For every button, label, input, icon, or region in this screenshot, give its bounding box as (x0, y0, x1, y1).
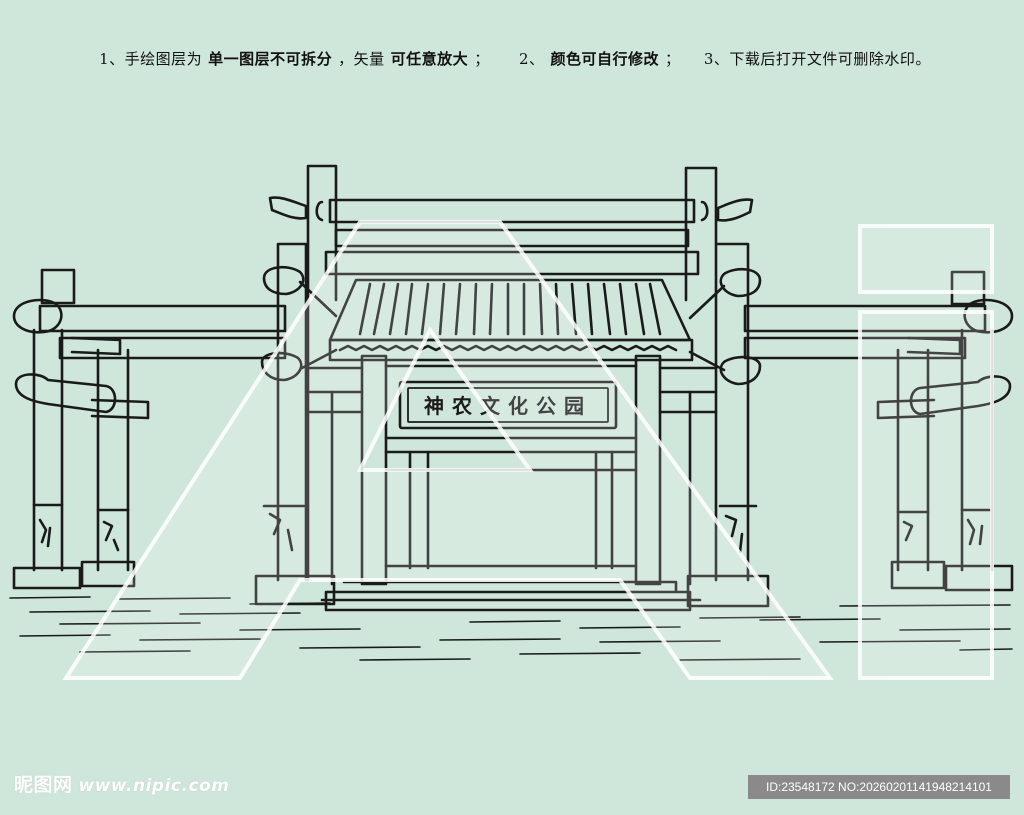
notice-text: ，矢量 (338, 50, 385, 68)
site-url: www.nipic.com (78, 776, 230, 796)
notice-text: 2、 (518, 50, 545, 68)
ai-logo-fill (66, 222, 992, 678)
signboard (398, 380, 618, 430)
notice-bold: 单一图层不可拆分 (208, 50, 333, 68)
notice-bold: 颜色可自行修改 (550, 50, 660, 68)
notice-text: ； (474, 50, 490, 68)
notice-text: ； (665, 50, 681, 68)
download-notice: 1、手绘图层为单一图层不可拆分 ，矢量可任意放大 ； 2、颜色可自行修改 ； 3、下载… (0, 48, 1024, 69)
left-wing (12, 268, 287, 590)
tiled-roof (328, 278, 694, 362)
notice-item-3: 3、下载后打开文件可删除水印。 (703, 50, 931, 68)
notice-item-2: 2、颜色可自行修改 ； (513, 50, 687, 68)
site-name: 昵图网 (14, 774, 73, 796)
ai-logo-watermark (62, 220, 994, 680)
notice-bold: 可任意放大 (390, 50, 469, 68)
ground-hatching (9, 596, 1013, 661)
signboard-text: 神农文化公园 (424, 394, 592, 418)
image-id-strip: ID:23548172 NO:20260201141948214101 (748, 775, 1010, 799)
notice-text: 1、手绘图层为 (99, 50, 203, 68)
upper-beams (315, 198, 709, 276)
notice-item-1: 1、手绘图层为单一图层不可拆分 ，矢量可任意放大 ； (93, 50, 496, 68)
tall-pillars (254, 164, 770, 608)
